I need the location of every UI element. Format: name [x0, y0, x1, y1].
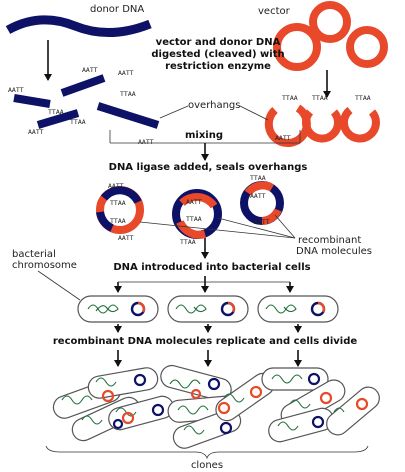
bacterial-pointer — [37, 270, 81, 301]
svg-text:TTAA: TTAA — [110, 199, 126, 207]
seq-aatt-2: AATT — [82, 66, 98, 74]
clones-bracket — [45, 445, 369, 460]
donor-fragment-1 — [13, 94, 51, 108]
seq-ttaa-2: TTAA — [70, 118, 86, 126]
clone-cluster-1 — [52, 367, 174, 442]
clone-cluster-2 — [160, 364, 275, 449]
donor-fragment-4 — [96, 102, 160, 129]
seq-ttaa-1: TTAA — [48, 108, 64, 116]
vector-plasmid-1 — [273, 23, 321, 71]
introduced-label: DNA introduced into bacterial cells — [113, 262, 310, 273]
recombinant-pointer-1 — [139, 221, 296, 239]
cut-vector-2 — [302, 109, 342, 143]
recombinant-label-line1: recombinant — [298, 235, 361, 246]
svg-text:AATT: AATT — [118, 234, 134, 242]
mixing-label: mixing — [185, 130, 223, 141]
svg-text:TTAA: TTAA — [250, 174, 266, 182]
svg-text:TTAA: TTAA — [110, 217, 126, 225]
seq-ttaa-3: TTAA — [120, 90, 136, 98]
seq-aatt-1: AATT — [8, 86, 24, 94]
cut-vector-3 — [339, 106, 380, 143]
bacterial-cell-2 — [167, 295, 249, 323]
clones-label: clones — [191, 460, 223, 471]
bacterial-cell-3 — [257, 295, 339, 323]
bacterial-label-line2: chromosome — [12, 260, 77, 271]
bacterial-cell-1 — [77, 295, 159, 323]
svg-text:AATT: AATT — [250, 192, 266, 200]
seq-aatt-4: AATT — [28, 128, 44, 136]
seq-aatt-vec-1: AATT — [275, 134, 291, 142]
recombinant-pointer-2 — [217, 217, 296, 239]
donor-fragment-2 — [60, 74, 106, 97]
seq-ttaa-vec-2: TTAA — [312, 94, 328, 102]
svg-text:AATT: AATT — [186, 198, 202, 206]
ligase-label: DNA ligase added, seals overhangs — [109, 162, 308, 173]
overhangs-label: overhangs — [188, 100, 241, 111]
donor-dna-strand — [5, 15, 152, 38]
recombinant-molecule-1 — [96, 186, 144, 234]
recombinant-label-line2: DNA molecules — [296, 246, 372, 257]
clone-cluster-3 — [261, 367, 380, 443]
overhangs-pointer-right — [239, 105, 269, 121]
vector-plasmid-3 — [346, 26, 388, 68]
seq-ttaa-vec-1: TTAA — [282, 94, 298, 102]
recombinant-pointer-3 — [274, 214, 296, 239]
digest-label-line1: vector and donor DNA — [156, 37, 281, 48]
vector-label: vector — [258, 6, 291, 17]
digest-label-line3: restriction enzyme — [165, 61, 271, 72]
recombinant-molecule-2 — [172, 189, 222, 239]
bacterial-label-line1: bacterial — [12, 249, 56, 260]
seq-aatt-5: AATT — [138, 138, 154, 146]
donor-fragment-3 — [36, 109, 80, 129]
donor-dna-label: donor DNA — [90, 4, 144, 15]
seq-aatt-3: AATT — [118, 69, 134, 77]
replicate-label: recombinant DNA molecules replicate and … — [53, 336, 357, 347]
digest-label-line2: digested (cleaved) with — [151, 49, 284, 60]
svg-text:TTAA: TTAA — [186, 215, 202, 223]
recombinant-molecule-3 — [240, 181, 284, 225]
overhangs-pointer-left — [159, 105, 189, 119]
svg-text:TTAA: TTAA — [180, 238, 196, 246]
svg-text:AATT: AATT — [108, 182, 124, 190]
seq-ttaa-vec-3: TTAA — [355, 94, 371, 102]
vector-plasmid-2 — [309, 1, 351, 43]
svg-text:AATT: AATT — [254, 218, 270, 226]
